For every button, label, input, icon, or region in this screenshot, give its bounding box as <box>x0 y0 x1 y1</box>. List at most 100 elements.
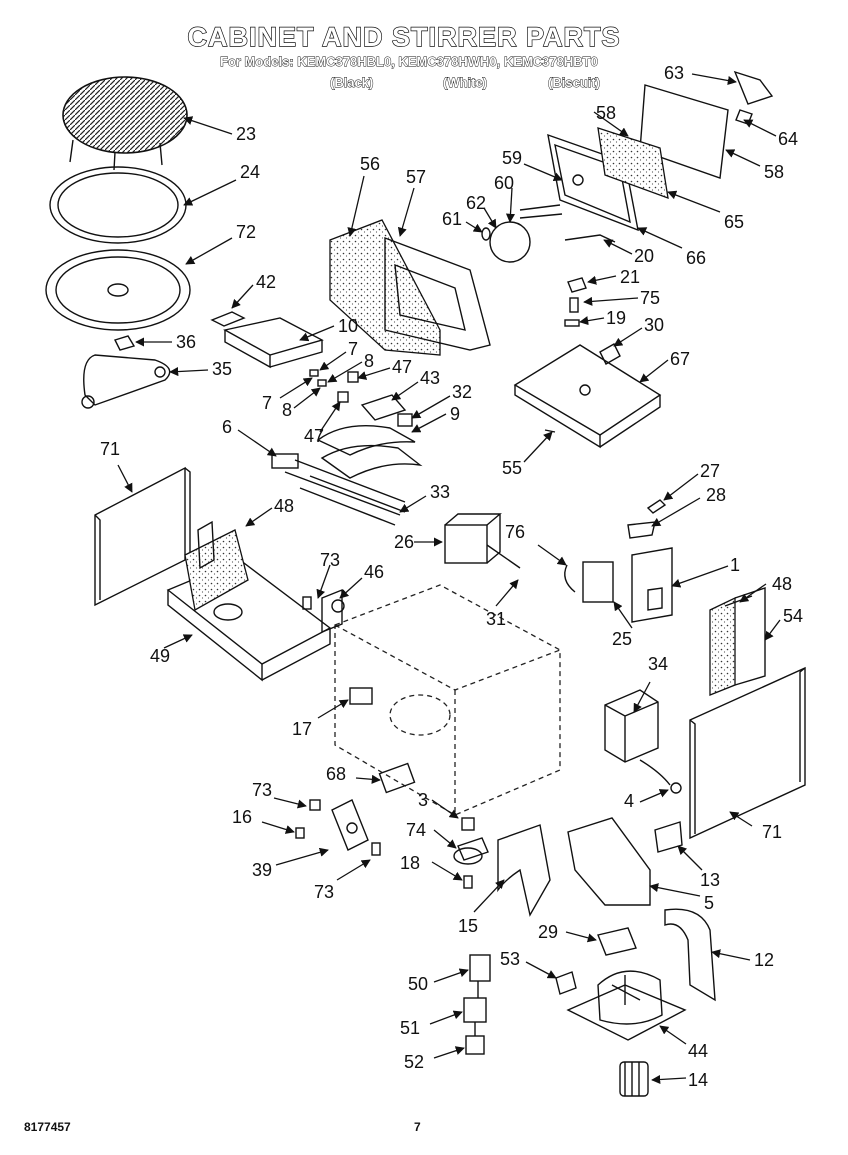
stirrer-bracket-part-46 <box>302 588 345 634</box>
callout-63: 63 <box>664 63 684 83</box>
base-plate-part-49 <box>166 520 332 682</box>
callout-6: 6 <box>222 417 232 437</box>
callout-61: 61 <box>442 209 462 229</box>
heater-cover-part-9 <box>316 425 423 479</box>
callout-67: 67 <box>670 349 690 369</box>
capacitor-part-26 <box>444 513 521 569</box>
callout-10: 10 <box>338 316 358 336</box>
callout-73: 73 <box>320 550 340 570</box>
callout-29: 29 <box>538 922 558 942</box>
callout-4: 4 <box>624 791 634 811</box>
color-label-biscuit: (Biscuit) <box>548 75 601 91</box>
callout-28: 28 <box>706 485 726 505</box>
callout-33: 33 <box>430 482 450 502</box>
callout-24: 24 <box>240 162 260 182</box>
callout-62: 62 <box>466 193 486 213</box>
leader-lines <box>117 73 781 1085</box>
callout-56: 56 <box>360 154 380 174</box>
switch-bracket-part-1 <box>627 499 673 623</box>
callout-76: 76 <box>505 522 525 542</box>
thermostat-part-29 <box>597 927 637 956</box>
callout-73: 73 <box>252 780 272 800</box>
fan-motor-part-44 <box>555 970 687 1041</box>
callout-3: 3 <box>418 790 428 810</box>
fan-blade-part-14 <box>619 1061 649 1097</box>
callout-7: 7 <box>348 339 358 359</box>
callout-73: 73 <box>314 882 334 902</box>
callout-32: 32 <box>452 382 472 402</box>
callout-19: 19 <box>606 308 626 328</box>
callout-23: 23 <box>236 124 256 144</box>
callout-16: 16 <box>232 807 252 827</box>
callout-8: 8 <box>364 351 374 371</box>
door-parts-56-57 <box>329 219 491 356</box>
callout-60: 60 <box>494 173 514 193</box>
callout-52: 52 <box>404 1052 424 1072</box>
callout-31: 31 <box>486 609 506 629</box>
callout-53: 53 <box>500 949 520 969</box>
duct-part-12 <box>664 908 716 1002</box>
page-number: 7 <box>414 1120 421 1134</box>
callout-15: 15 <box>458 916 478 936</box>
rack-part-23 <box>62 76 188 171</box>
callout-71: 71 <box>762 822 782 842</box>
callout-58: 58 <box>596 103 616 123</box>
callout-55: 55 <box>502 458 522 478</box>
motor-assembly-parts-50-51-52 <box>463 954 491 1055</box>
nuts-parts-7-8-47 <box>309 369 413 427</box>
side-panel-part-71-left <box>94 466 191 607</box>
callout-49: 49 <box>150 646 170 666</box>
transformer-part-34 <box>604 689 682 794</box>
roller-guide-part-35 <box>81 335 171 409</box>
callout-26: 26 <box>394 532 414 552</box>
callout-42: 42 <box>256 272 276 292</box>
page-title: CABINET AND STIRRER PARTS <box>187 21 621 52</box>
oven-cavity-dashed <box>334 584 561 816</box>
fuse-part-25 <box>564 561 614 603</box>
air-guide-part-15 <box>497 824 551 917</box>
stirrer-motor-part-74 <box>453 817 489 889</box>
callout-17: 17 <box>292 719 312 739</box>
models-line: For Models: KEMC378HBL0, KEMC378HWH0, KE… <box>220 54 599 70</box>
doc-number: 8177457 <box>24 1120 71 1134</box>
callout-58: 58 <box>764 162 784 182</box>
callout-74: 74 <box>406 820 426 840</box>
control-bracket-parts-64-65 <box>597 70 774 199</box>
callout-46: 46 <box>364 562 384 582</box>
callout-20: 20 <box>634 246 654 266</box>
callout-44: 44 <box>688 1041 708 1061</box>
callout-71: 71 <box>100 439 120 459</box>
callout-75: 75 <box>640 288 660 308</box>
callout-39: 39 <box>252 860 272 880</box>
color-label-white: (White) <box>443 75 488 91</box>
callout-21: 21 <box>620 267 640 287</box>
callout-66: 66 <box>686 248 706 268</box>
plate-part-68 <box>378 762 416 794</box>
callout-25: 25 <box>612 629 632 649</box>
callout-5: 5 <box>704 893 714 913</box>
color-label-black: (Black) <box>330 75 374 91</box>
callout-27: 27 <box>700 461 720 481</box>
callout-30: 30 <box>644 315 664 335</box>
callout-9: 9 <box>450 404 460 424</box>
side-panel-part-71-right <box>689 666 806 840</box>
callout-54: 54 <box>783 606 803 626</box>
callout-51: 51 <box>400 1018 420 1038</box>
heater-tube-part-33 <box>271 453 406 526</box>
callout-59: 59 <box>502 148 522 168</box>
callout-34: 34 <box>648 654 668 674</box>
callout-12: 12 <box>754 950 774 970</box>
bracket-part-39 <box>295 799 381 856</box>
callout-7: 7 <box>262 393 272 413</box>
callout-36: 36 <box>176 332 196 352</box>
callout-64: 64 <box>778 129 798 149</box>
callout-47: 47 <box>304 426 324 446</box>
callout-57: 57 <box>406 167 426 187</box>
callout-1: 1 <box>730 555 740 575</box>
callout-35: 35 <box>212 359 232 379</box>
callout-43: 43 <box>420 368 440 388</box>
callout-8: 8 <box>282 400 292 420</box>
callout-13: 13 <box>700 870 720 890</box>
